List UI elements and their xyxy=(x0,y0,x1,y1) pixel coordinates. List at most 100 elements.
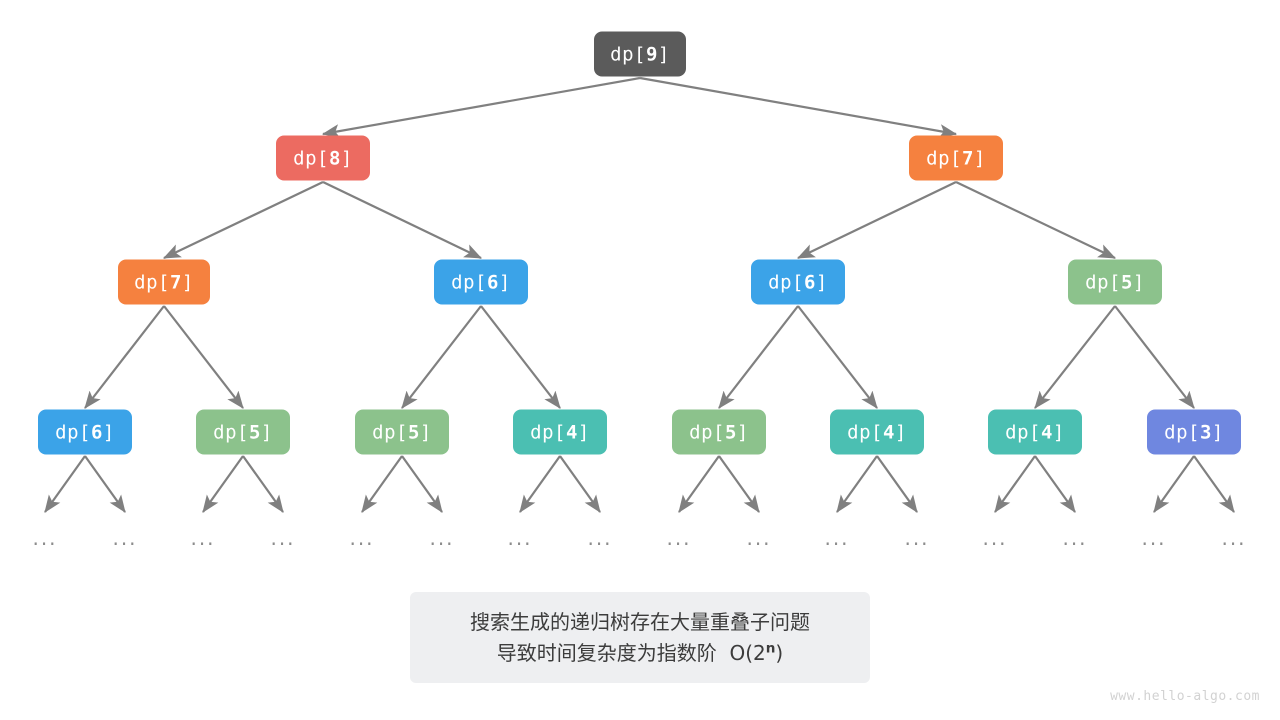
node-label-prefix: dp[ xyxy=(293,147,329,169)
tree-edge xyxy=(718,305,799,409)
node-label-prefix: dp[ xyxy=(689,421,725,443)
node-label-index: 6 xyxy=(90,421,103,443)
tree-edge xyxy=(44,455,86,513)
tree-edge xyxy=(639,76,958,139)
tree-edge xyxy=(321,76,641,139)
ellipsis-marker: ... xyxy=(1062,526,1088,550)
node-label-prefix: dp[ xyxy=(372,421,408,443)
tree-node[interactable]: dp[5] xyxy=(672,409,766,455)
tree-edge xyxy=(322,181,482,259)
ellipsis-marker: ... xyxy=(112,526,138,550)
node-label-index: 5 xyxy=(248,421,261,443)
node-label-prefix: dp[ xyxy=(1085,271,1121,293)
node-label-prefix: dp[ xyxy=(1164,421,1200,443)
node-label-suffix: ] xyxy=(340,147,353,169)
ellipsis-marker: ... xyxy=(982,526,1008,550)
ellipsis-marker: ... xyxy=(904,526,930,550)
caption-line-2: 导致时间复杂度为指数阶 O(2n) xyxy=(497,638,783,669)
tree-node[interactable]: dp[8] xyxy=(276,135,370,181)
tree-edge xyxy=(401,455,443,513)
node-label-index: 8 xyxy=(328,147,341,169)
watermark: www.hello-algo.com xyxy=(1110,689,1260,704)
node-label-prefix: dp[ xyxy=(213,421,249,443)
tree-edge xyxy=(163,305,244,409)
node-label-suffix: ] xyxy=(181,271,194,293)
tree-edge xyxy=(797,305,878,409)
tree-edge xyxy=(955,181,1116,259)
tree-edge xyxy=(519,455,561,513)
node-label-prefix: dp[ xyxy=(847,421,883,443)
ellipsis-marker: ... xyxy=(746,526,772,550)
tree-node[interactable]: dp[4] xyxy=(988,409,1082,455)
tree-edge xyxy=(718,455,760,513)
tree-edge xyxy=(678,455,720,513)
tree-edge xyxy=(1193,455,1235,513)
tree-node[interactable]: dp[5] xyxy=(355,409,449,455)
tree-edge xyxy=(163,181,324,259)
caption-box: 搜索生成的递归树存在大量重叠子问题 导致时间复杂度为指数阶 O(2n) xyxy=(410,592,870,683)
node-label-prefix: dp[ xyxy=(768,271,804,293)
node-label-suffix: ] xyxy=(815,271,828,293)
ellipsis-marker: ... xyxy=(1141,526,1167,550)
node-label-suffix: ] xyxy=(657,43,670,65)
caption-line-2-text: 导致时间复杂度为指数阶 O(2 xyxy=(496,640,766,665)
tree-edge xyxy=(836,455,878,513)
ellipsis-marker: ... xyxy=(349,526,375,550)
ellipsis-marker: ... xyxy=(666,526,692,550)
tree-edge xyxy=(994,455,1036,513)
caption-line-1: 搜索生成的递归树存在大量重叠子问题 xyxy=(470,609,810,634)
tree-node[interactable]: dp[4] xyxy=(830,409,924,455)
tree-edge xyxy=(797,181,957,259)
node-label-suffix: ] xyxy=(260,421,273,443)
tree-edge xyxy=(1034,455,1076,513)
tree-node[interactable]: dp[5] xyxy=(1068,259,1162,305)
node-label-suffix: ] xyxy=(1211,421,1224,443)
tree-node[interactable]: dp[3] xyxy=(1147,409,1241,455)
tree-node[interactable]: dp[7] xyxy=(118,259,210,305)
node-label-index: 5 xyxy=(1120,271,1133,293)
node-label-prefix: dp[ xyxy=(451,271,487,293)
tree-edge xyxy=(242,455,284,513)
node-label-suffix: ] xyxy=(102,421,115,443)
tree-node[interactable]: dp[5] xyxy=(196,409,290,455)
node-label-suffix: ] xyxy=(1132,271,1145,293)
tree-edge xyxy=(361,455,403,513)
tree-edge xyxy=(1034,305,1116,409)
tree-edge xyxy=(1153,455,1195,513)
node-label-suffix: ] xyxy=(577,421,590,443)
tree-node[interactable]: dp[4] xyxy=(513,409,607,455)
node-label-suffix: ] xyxy=(973,147,986,169)
node-label-index: 6 xyxy=(486,271,499,293)
tree-node[interactable]: dp[7] xyxy=(909,135,1003,181)
node-label-index: 4 xyxy=(565,421,578,443)
node-label-index: 5 xyxy=(724,421,737,443)
node-label-index: 7 xyxy=(169,271,182,293)
node-label-suffix: ] xyxy=(419,421,432,443)
ellipsis-marker: ... xyxy=(507,526,533,550)
ellipsis-marker: ... xyxy=(429,526,455,550)
caption-exponent: n xyxy=(765,639,776,656)
ellipsis-marker: ... xyxy=(587,526,613,550)
tree-node[interactable]: dp[9] xyxy=(594,31,686,77)
tree-edge xyxy=(559,455,601,513)
tree-edge xyxy=(480,305,561,409)
tree-edge xyxy=(84,455,126,513)
tree-edge xyxy=(84,305,165,409)
node-label-index: 7 xyxy=(961,147,974,169)
node-label-suffix: ] xyxy=(1052,421,1065,443)
node-label-prefix: dp[ xyxy=(610,43,646,65)
tree-node[interactable]: dp[6] xyxy=(434,259,528,305)
node-label-suffix: ] xyxy=(498,271,511,293)
tree-node[interactable]: dp[6] xyxy=(38,409,132,455)
ellipsis-marker: ... xyxy=(824,526,850,550)
tree-edge xyxy=(876,455,918,513)
node-label-index: 9 xyxy=(645,43,658,65)
tree-node[interactable]: dp[6] xyxy=(751,259,845,305)
ellipsis-marker: ... xyxy=(190,526,216,550)
ellipsis-marker: ... xyxy=(270,526,296,550)
node-label-prefix: dp[ xyxy=(1005,421,1041,443)
ellipsis-marker: ... xyxy=(1221,526,1247,550)
tree-edge xyxy=(1114,305,1195,409)
node-label-index: 4 xyxy=(882,421,895,443)
